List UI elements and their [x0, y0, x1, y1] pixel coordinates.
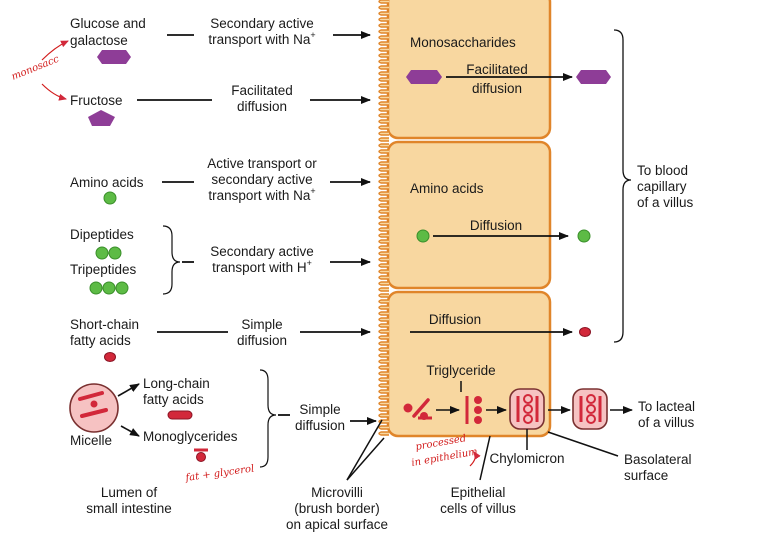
label-epithelial-1: Epithelial — [451, 485, 506, 500]
microvilli-brush-border — [378, 0, 389, 436]
lipids-brace — [259, 369, 277, 468]
exit-chylomicron-icon — [572, 388, 608, 430]
label-lipid-simple-1: Simple — [299, 402, 340, 417]
lipid-fragments-icon — [403, 398, 432, 420]
cell-amino-acid-icon — [416, 229, 430, 243]
label-basolateral-2: surface — [624, 468, 668, 483]
label-cell-facilitated-2: diffusion — [472, 81, 522, 96]
label-lipid-simple-2: diffusion — [295, 418, 345, 433]
cell-middle — [386, 140, 552, 290]
label-scfa-1: Short-chain — [70, 317, 139, 332]
label-cell-facilitated-1: Facilitated — [466, 62, 528, 77]
label-facilitated-2: diffusion — [237, 99, 287, 114]
label-galactose: galactose — [70, 33, 128, 48]
label-microvilli-3: on apical surface — [286, 517, 388, 532]
label-cell-amino-acids: Amino acids — [410, 181, 484, 196]
label-monosaccharides: Monosaccharides — [410, 35, 516, 50]
label-simple-1: Simple — [241, 317, 282, 332]
label-to-blood-3: of a villus — [637, 195, 694, 210]
fructose-pentagon-icon — [88, 110, 115, 126]
triglyceride-icon — [465, 396, 482, 424]
label-scfa-2: fatty acids — [70, 333, 131, 348]
amino-acid-icon — [103, 191, 117, 205]
glucose-hexagon-icon — [97, 50, 131, 64]
cell-top — [386, 0, 552, 140]
chylomicron-icon — [509, 388, 545, 430]
label-lumen-2: small intestine — [86, 501, 172, 516]
annotation-monosacc: monosacc — [10, 54, 61, 83]
scfa-icon — [104, 352, 116, 362]
blood-capillary-brace — [613, 29, 632, 343]
label-glucose: Glucose and — [70, 16, 146, 31]
label-simple-2: diffusion — [237, 333, 287, 348]
label-secondary-na-2: transport with Na+ — [208, 30, 315, 47]
tripeptide-icon — [89, 281, 129, 295]
label-amino-acids: Amino acids — [70, 175, 144, 190]
label-basolateral-1: Basolateral — [624, 452, 692, 467]
label-diffusion-2: Diffusion — [429, 312, 481, 327]
label-active-2: secondary active — [211, 172, 312, 187]
label-chylomicron: Chylomicron — [489, 451, 564, 466]
label-dipeptides: Dipeptides — [70, 227, 134, 242]
exit-hexagon-icon — [576, 70, 611, 84]
epithelial-cells — [386, 0, 552, 438]
exit-amino-acid-icon — [577, 229, 591, 243]
label-secondary-na-1: Secondary active — [210, 16, 314, 31]
label-active-1: Active transport or — [207, 156, 317, 171]
dipeptide-icon — [95, 246, 122, 260]
exit-scfa-icon — [579, 327, 591, 337]
label-micelle: Micelle — [70, 433, 112, 448]
monoglyceride-icon — [194, 448, 208, 462]
annotation-fat-glycerol: fat + glycerol — [184, 463, 255, 484]
label-tripeptides: Tripeptides — [70, 262, 137, 277]
lcfa-icon — [167, 410, 193, 420]
label-active-3: transport with Na+ — [208, 186, 315, 203]
label-secondary-h-1: Secondary active — [210, 244, 314, 259]
label-epithelial-2: cells of villus — [440, 501, 516, 516]
label-secondary-h-2: transport with H+ — [212, 258, 312, 275]
label-to-lacteal-1: To lacteal — [638, 399, 695, 414]
label-lcfa-2: fatty acids — [143, 392, 204, 407]
peptides-brace — [162, 225, 181, 295]
micelle-icon — [69, 383, 119, 433]
label-to-blood-1: To blood — [637, 163, 688, 178]
label-facilitated-1: Facilitated — [231, 83, 293, 98]
label-microvilli-1: Microvilli — [311, 485, 363, 500]
label-fructose: Fructose — [70, 93, 123, 108]
label-monoglycerides: Monoglycerides — [143, 429, 238, 444]
label-to-blood-2: capillary — [637, 179, 687, 194]
microvilli-path — [378, 0, 389, 436]
label-diffusion-1: Diffusion — [470, 218, 522, 233]
cell-hexagon-icon — [406, 70, 442, 84]
label-lcfa-1: Long-chain — [143, 376, 210, 391]
label-triglyceride: Triglyceride — [426, 363, 495, 378]
label-to-lacteal-2: of a villus — [638, 415, 695, 430]
label-lumen-1: Lumen of — [101, 485, 158, 500]
label-microvilli-2: (brush border) — [294, 501, 380, 516]
